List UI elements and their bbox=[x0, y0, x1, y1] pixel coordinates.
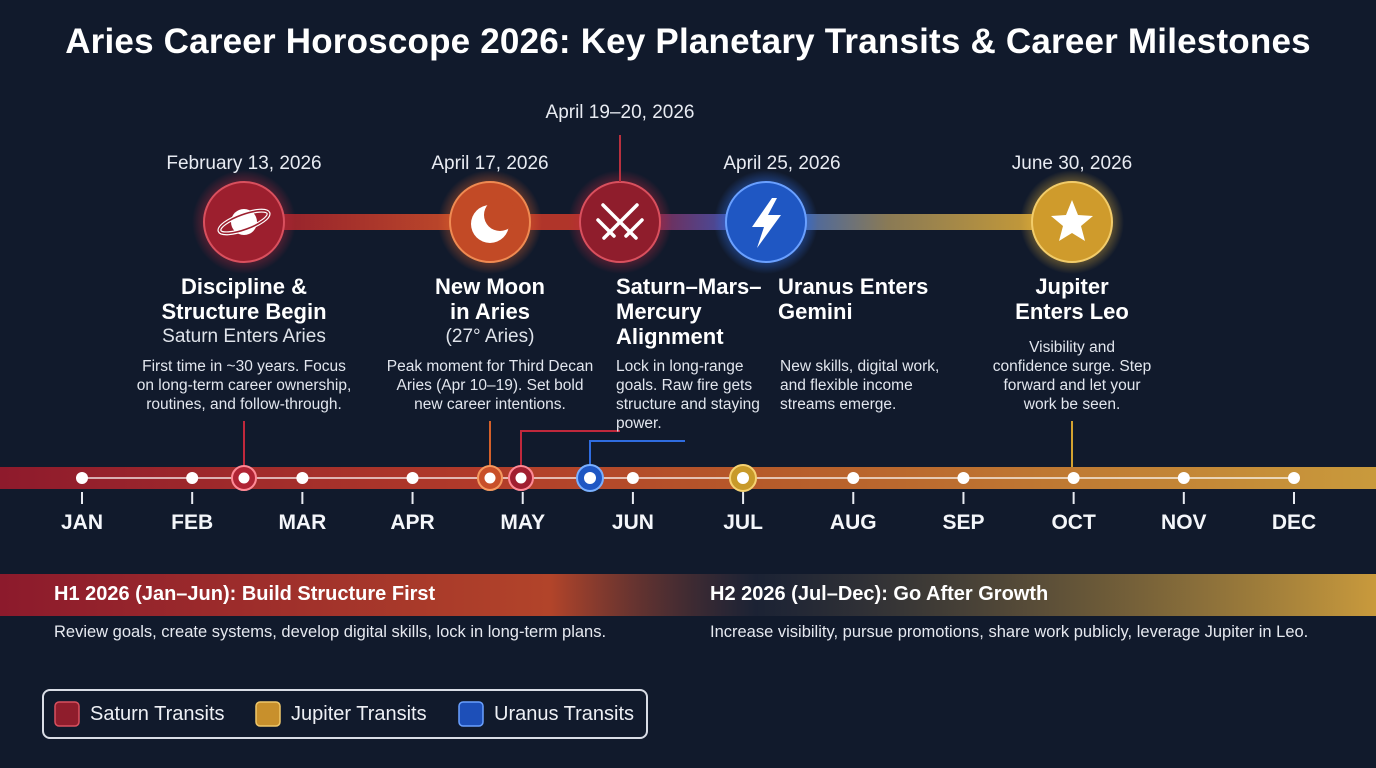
legend bbox=[42, 689, 648, 739]
month-dot bbox=[626, 472, 639, 484]
month-label: JAN bbox=[60, 511, 103, 534]
milestone-date: February 13, 2026 bbox=[166, 153, 322, 174]
month-label: NOV bbox=[1161, 511, 1207, 534]
milestone-subtitle: (27° Aries) bbox=[445, 326, 535, 347]
month-dot bbox=[957, 472, 970, 484]
milestone-description: New skills, digital work,and flexible in… bbox=[780, 358, 940, 413]
page-title: Aries Career Horoscope 2026: Key Planeta… bbox=[65, 22, 1311, 61]
milestone-connector bbox=[589, 440, 685, 468]
month-label: AUG bbox=[829, 511, 877, 534]
month-dot bbox=[296, 472, 309, 484]
timeline-marker-center bbox=[484, 472, 496, 484]
milestone-title: Discipline &Structure Begin bbox=[161, 274, 327, 324]
crossed-swords-icon bbox=[596, 203, 644, 240]
month-dot bbox=[76, 472, 88, 484]
milestone-date: April 17, 2026 bbox=[431, 153, 549, 174]
connector-bar bbox=[766, 214, 1072, 230]
timeline-marker-center bbox=[737, 472, 749, 484]
month-label: MAR bbox=[278, 511, 327, 534]
timeline-marker-center bbox=[238, 472, 250, 484]
month-dot bbox=[1288, 472, 1300, 484]
month-label: OCT bbox=[1051, 511, 1096, 534]
h2-description: Increase visibility, pursue promotions, … bbox=[710, 623, 1309, 641]
month-dot bbox=[1177, 472, 1190, 484]
connector-bar bbox=[244, 214, 490, 230]
month-label: APR bbox=[390, 511, 435, 534]
timeline-marker-center bbox=[515, 472, 527, 484]
legend-label-jupiter: Jupiter Transits bbox=[291, 703, 427, 725]
milestone-subtitle: Saturn Enters Aries bbox=[162, 326, 326, 347]
month-label: JUN bbox=[611, 511, 654, 534]
month-label: MAY bbox=[500, 511, 546, 534]
star-icon bbox=[1051, 200, 1093, 241]
h1-title: H1 2026 (Jan–Jun): Build Structure First bbox=[54, 583, 436, 605]
h2-title: H2 2026 (Jul–Dec): Go After Growth bbox=[710, 583, 1049, 605]
saturn-planet-icon bbox=[217, 208, 271, 236]
legend-label-saturn: Saturn Transits bbox=[90, 703, 225, 725]
month-label: JUL bbox=[723, 511, 763, 534]
milestone-connector bbox=[520, 430, 620, 468]
month-label: SEP bbox=[942, 511, 985, 534]
milestone-date: April 25, 2026 bbox=[723, 153, 841, 174]
month-label: FEB bbox=[171, 511, 214, 534]
milestone-date: April 19–20, 2026 bbox=[545, 102, 695, 123]
month-dot bbox=[186, 472, 199, 484]
legend-label-uranus: Uranus Transits bbox=[494, 703, 635, 725]
halves-band bbox=[0, 574, 1376, 616]
h1-description: Review goals, create systems, develop di… bbox=[54, 623, 607, 641]
legend-swatch-uranus bbox=[458, 701, 484, 727]
month-dot bbox=[1067, 472, 1080, 484]
milestone-date: June 30, 2026 bbox=[1011, 153, 1133, 174]
month-dot bbox=[847, 472, 860, 484]
legend-swatch-jupiter bbox=[255, 701, 281, 727]
legend-swatch-saturn bbox=[54, 701, 80, 727]
month-dot bbox=[406, 472, 419, 484]
month-label: DEC bbox=[1271, 511, 1317, 534]
crescent-moon-icon bbox=[471, 199, 516, 243]
timeline-marker-center bbox=[584, 472, 596, 484]
lightning-bolt-icon bbox=[752, 198, 781, 248]
